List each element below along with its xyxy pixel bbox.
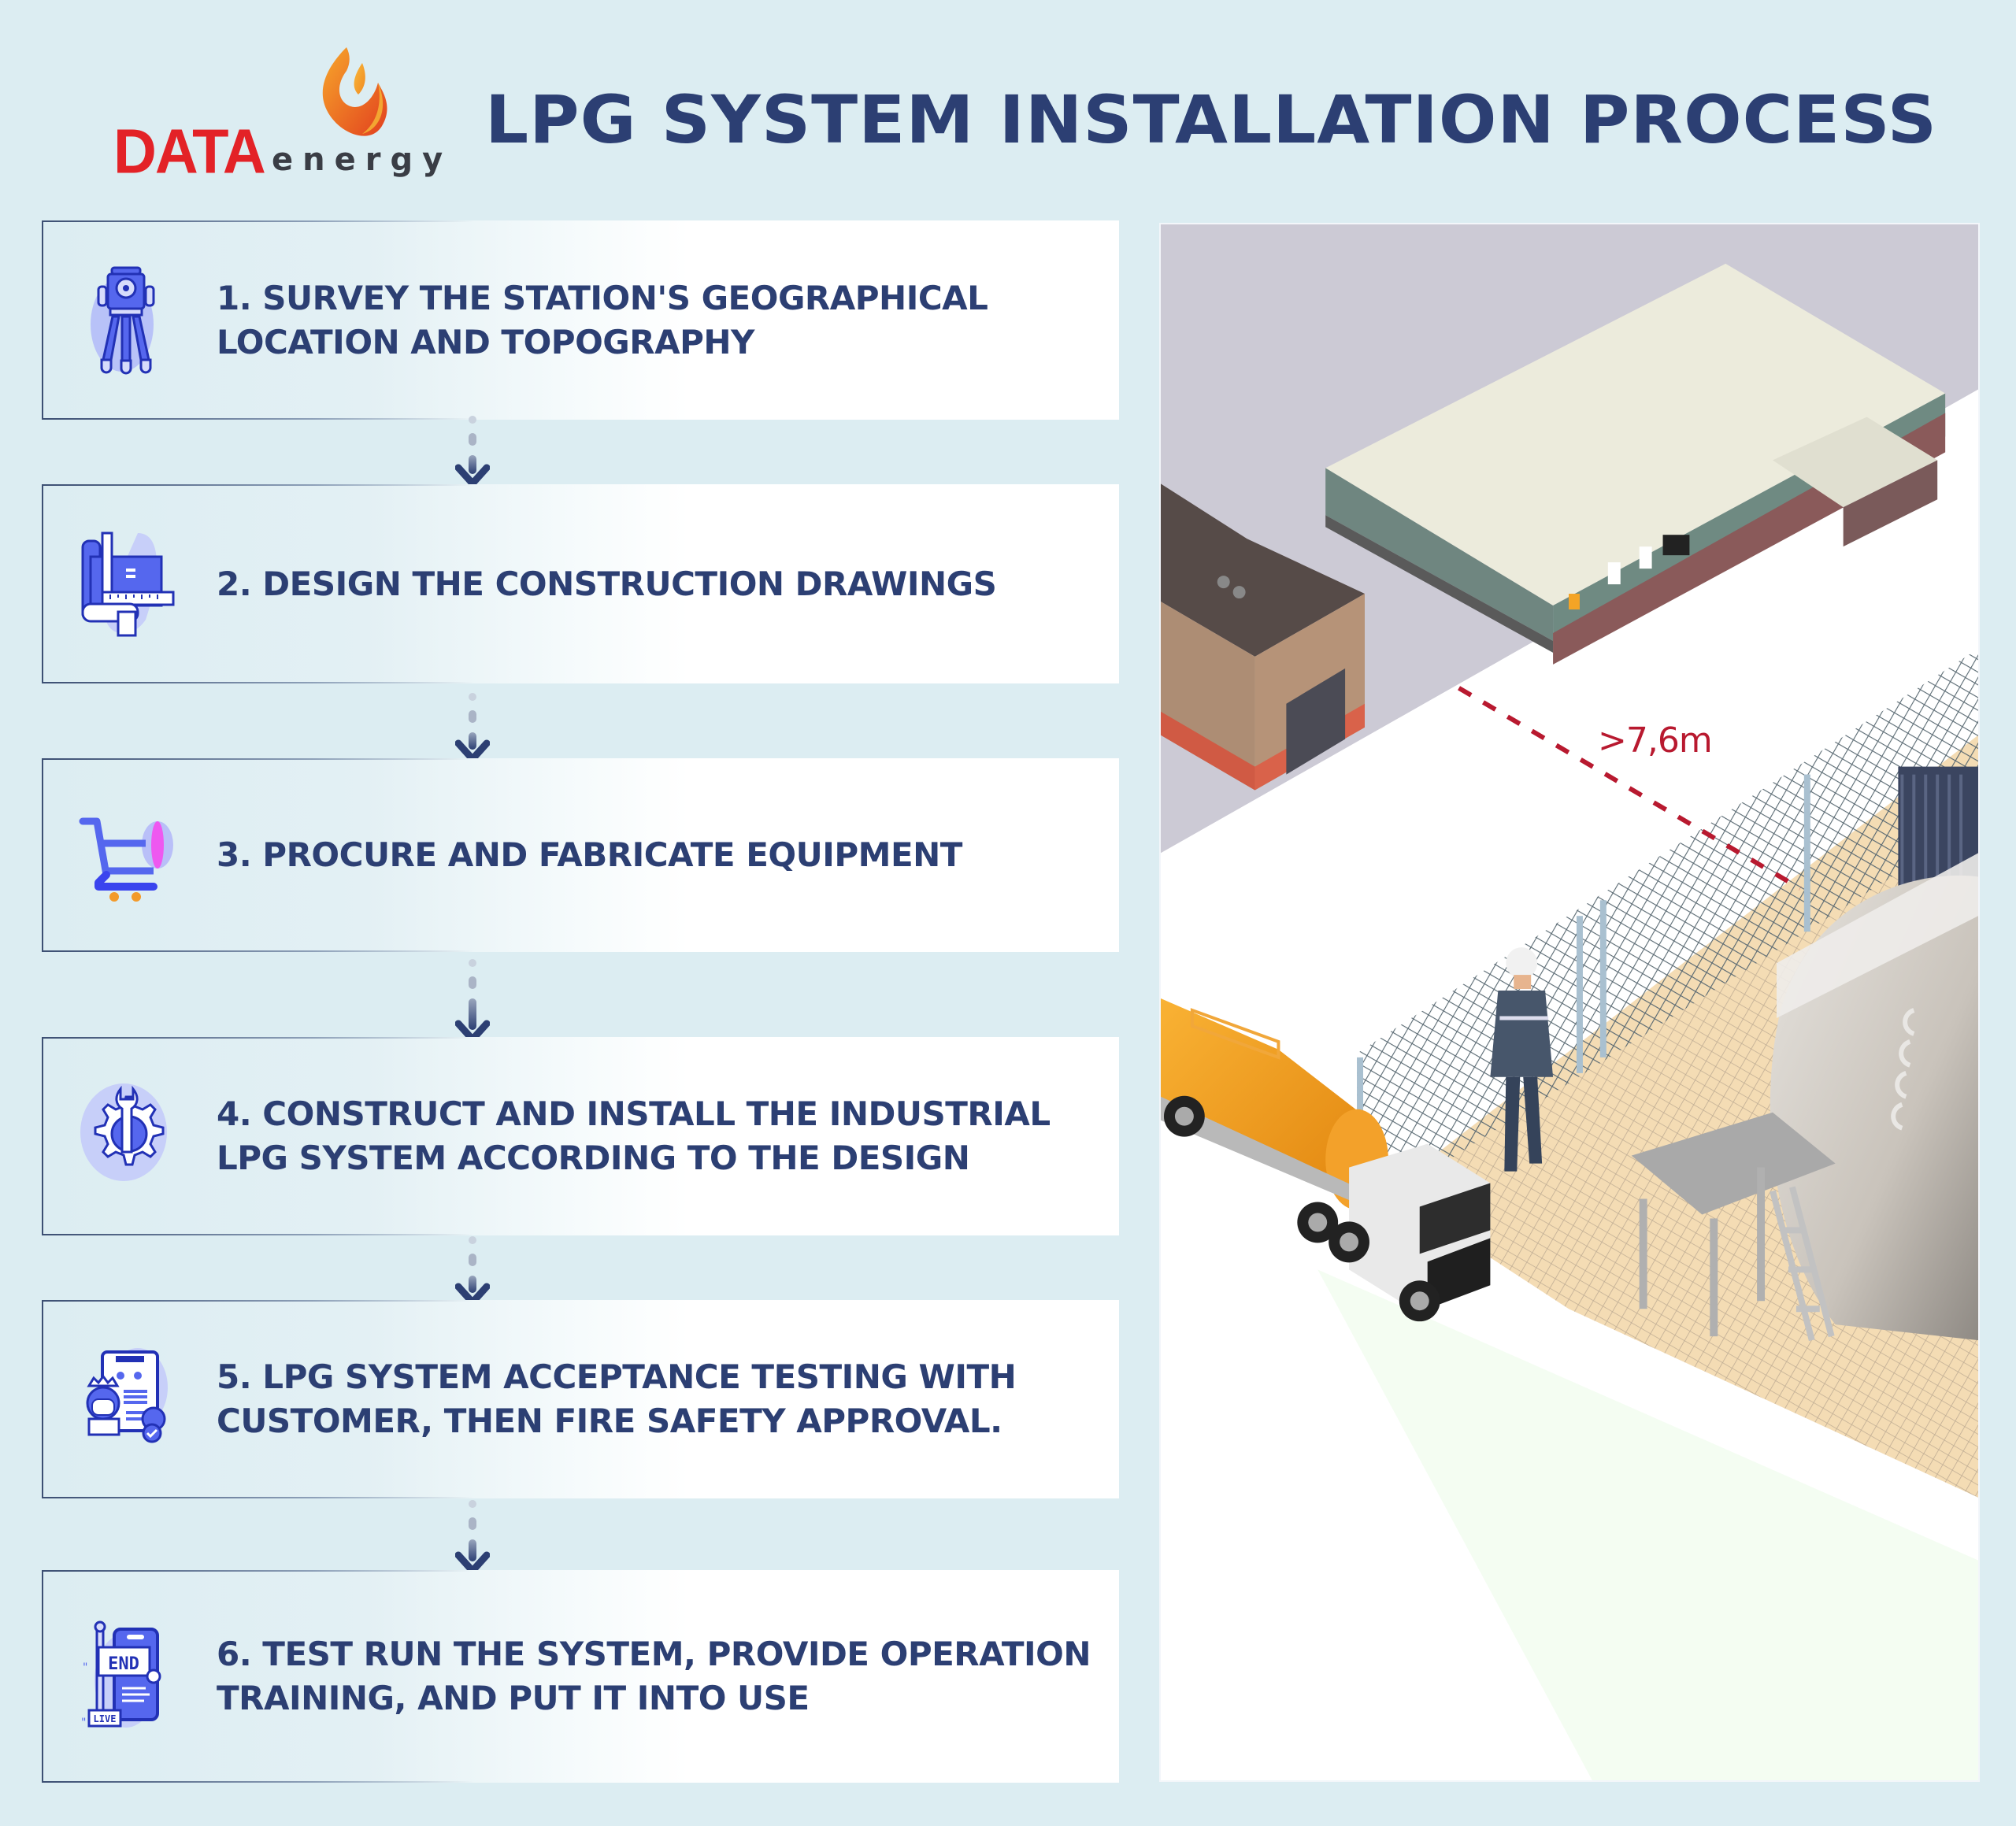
road [1161,389,1978,1128]
step-card-4: 4. CONSTRUCT AND INSTALL THE INDUSTRIAL … [42,1037,1119,1235]
distance-marker-line [1458,686,1802,891]
arrow-down-icon [455,464,490,487]
warehouse [1325,263,1946,665]
access-platform [1631,1112,1836,1342]
step-text: 6. TEST RUN THE SYSTEM, PROVIDE OPERATIO… [217,1635,1091,1717]
arrow-down-connector [455,1236,490,1307]
arrow-down-connector [455,1500,490,1576]
gear-wrench-icon [80,1083,167,1181]
step-card-6: END LIVE " " 6. TEST RUN THE SYSTEM, PRO… [42,1570,1119,1783]
step-card-3: 3. PROCURE AND FABRICATE EQUIPMENT [42,758,1119,952]
step-card-5: 5. LPG SYSTEM ACCEPTANCE TESTING WITH CU… [42,1300,1119,1498]
page-title: LPG SYSTEM INSTALLATION PROCESS [485,81,1938,158]
step-text: 2. DESIGN THE CONSTRUCTION DRAWINGS [217,564,997,603]
company-logo: DATA energy [110,35,443,187]
checklist-approval-icon [86,1348,168,1443]
lpg-station-illustration: >7,6m [1159,223,1980,1782]
step-card-2: 2. DESIGN THE CONSTRUCTION DRAWINGS [42,484,1119,683]
arrow-down-connector [455,693,490,764]
arrow-down-connector [455,959,490,1044]
svg-text:": " [81,1717,86,1729]
svg-text:END: END [108,1654,139,1674]
end-live-board-icon: END LIVE " " [81,1620,161,1729]
arrow-down-connector [455,416,490,488]
step-text: 3. PROCURE AND FABRICATE EQUIPMENT [217,835,962,874]
brick-building [1161,483,1366,791]
step-text: 4. CONSTRUCT AND INSTALL THE INDUSTRIAL … [217,1094,1051,1177]
surveying-tripod-icon [91,266,155,374]
lpg-tanker-truck [1161,998,1491,1322]
shopping-cart-icon [79,817,173,902]
step-text: 5. LPG SYSTEM ACCEPTANCE TESTING WITH CU… [217,1357,1017,1440]
svg-text:": " [83,1661,87,1674]
flame-icon [322,47,387,136]
lpg-storage-tank [1770,853,1978,1341]
step-text: 1. SURVEY THE STATION'S GEOGRAPHICAL LOC… [217,278,988,361]
distance-label: >7,6m [1598,720,1713,761]
worker [1490,947,1554,1172]
step-card-1: 1. SURVEY THE STATION'S GEOGRAPHICAL LOC… [42,220,1119,420]
svg-text:LIVE: LIVE [94,1713,117,1724]
blueprint-ruler-icon [81,532,175,636]
logo-wordmark: DATA [113,116,266,187]
logo-subtitle: energy [272,142,453,178]
